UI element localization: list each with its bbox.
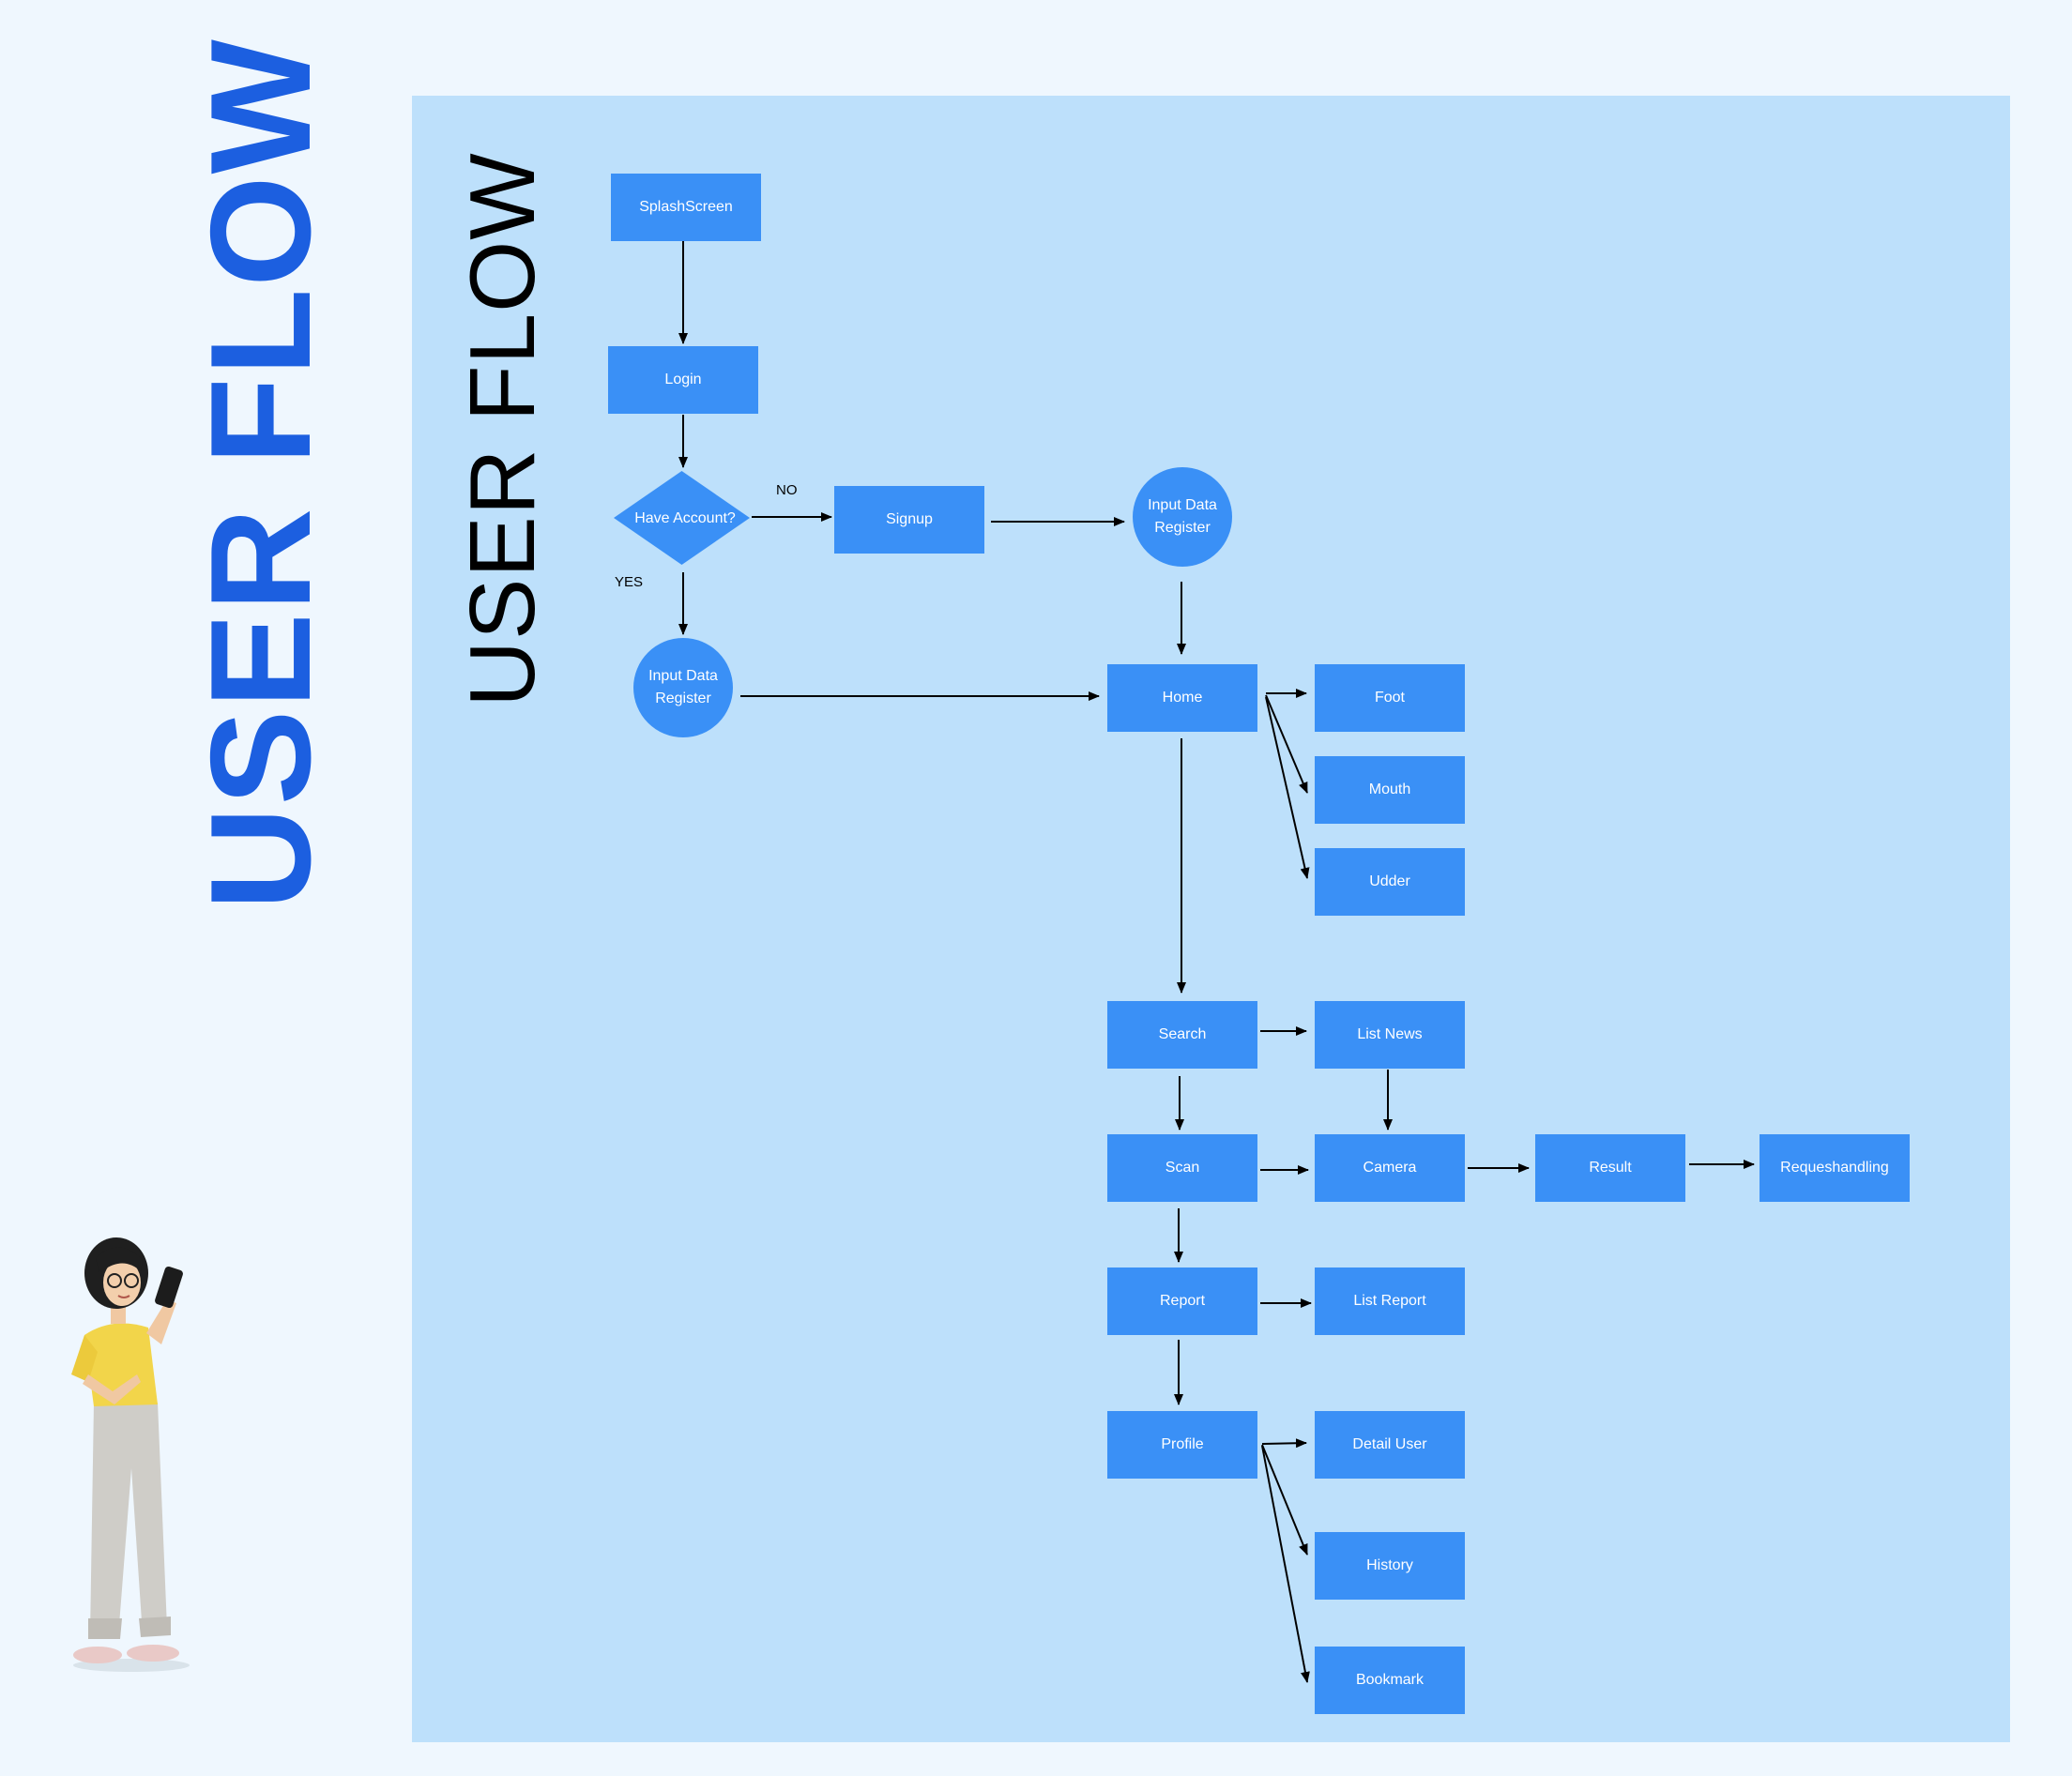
node-report: Report (1107, 1267, 1257, 1335)
edge-profile-detail (1261, 1438, 1307, 1449)
node-label: SplashScreen (639, 199, 733, 215)
node-label: Home (1162, 690, 1203, 706)
node-bookmark: Bookmark (1315, 1647, 1465, 1714)
node-label: Udder (1369, 873, 1410, 889)
node-label: Foot (1374, 690, 1405, 706)
node-label: Result (1589, 1160, 1632, 1176)
node-label: Signup (886, 511, 933, 527)
node-requeshandling: Requeshandling (1760, 1134, 1910, 1202)
edge-profile-history (1261, 1444, 1308, 1556)
node-home: Home (1107, 664, 1257, 732)
node-signup: Signup (834, 486, 984, 554)
node-label: Report (1159, 1293, 1206, 1309)
node-label: History (1366, 1557, 1413, 1573)
node-label: Input Data Register (1148, 497, 1217, 536)
node-label: Detail User (1352, 1436, 1427, 1452)
edge-home-udder (1265, 696, 1310, 879)
node-list-report: List Report (1315, 1267, 1465, 1335)
node-result: Result (1535, 1134, 1685, 1202)
node-input-data-register-login: Input Data Register (633, 638, 733, 737)
node-label: Camera (1363, 1160, 1417, 1176)
node-scan: Scan (1107, 1134, 1257, 1202)
node-label: Mouth (1368, 782, 1411, 797)
node-foot: Foot (1315, 664, 1465, 732)
node-detail-user: Detail User (1315, 1411, 1465, 1479)
node-label: Search (1158, 1026, 1207, 1042)
node-profile: Profile (1107, 1411, 1257, 1479)
person-illustration (71, 1237, 190, 1672)
edge-label-no: NO (776, 482, 798, 498)
node-label: Profile (1161, 1436, 1204, 1452)
node-splashscreen: SplashScreen (611, 174, 761, 241)
node-list-news: List News (1315, 1001, 1465, 1069)
edge-label-yes: YES (615, 574, 644, 590)
node-label: Login (664, 372, 702, 387)
node-label: Bookmark (1355, 1672, 1424, 1688)
node-have-account-label: Have Account? (634, 510, 736, 526)
node-login: Login (608, 346, 758, 414)
node-search: Search (1107, 1001, 1257, 1069)
node-mouth: Mouth (1315, 756, 1465, 824)
node-label: Input Data Register (648, 668, 718, 706)
node-input-data-register-signup: Input Data Register (1133, 467, 1232, 567)
node-label: List News (1357, 1026, 1423, 1042)
node-label: Requeshandling (1780, 1160, 1889, 1176)
node-camera: Camera (1315, 1134, 1465, 1202)
node-history: History (1315, 1532, 1465, 1600)
node-label: List Report (1353, 1293, 1426, 1309)
edge-profile-bookmark (1261, 1445, 1310, 1683)
node-udder: Udder (1315, 848, 1465, 916)
edge-home-mouth (1265, 694, 1308, 794)
node-label: Scan (1165, 1160, 1200, 1176)
